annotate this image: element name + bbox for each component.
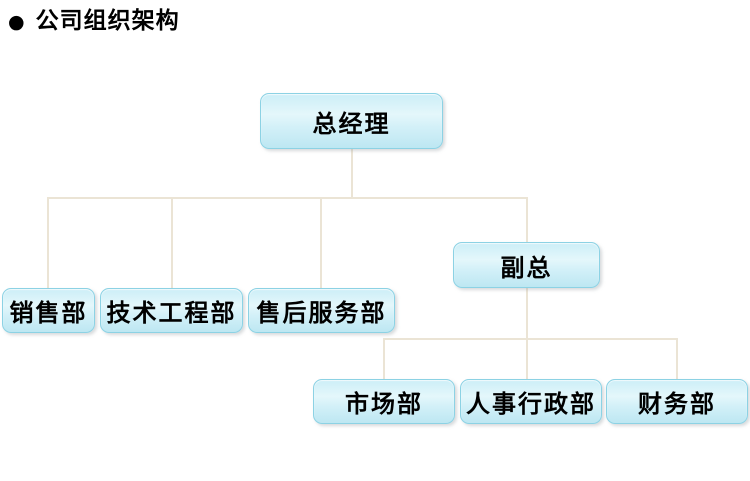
page-title: ● 公司组织架构 (8, 8, 180, 36)
org-node-general-manager: 总经理 (260, 93, 443, 149)
bullet-icon: ● (8, 11, 25, 34)
org-node-finance-dept: 财务部 (606, 379, 748, 424)
org-node-tech-engineering-dept: 技术工程部 (100, 288, 243, 333)
connector-aftersales-vertical (320, 197, 322, 288)
connector-gm-vertical (351, 149, 353, 198)
org-node-aftersales-service-dept: 售后服务部 (248, 288, 395, 333)
connector-deputy-to-level3 (526, 287, 528, 379)
page-title-text: 公司组织架构 (35, 8, 180, 34)
org-node-sales-dept: 销售部 (2, 288, 95, 333)
org-node-marketing-dept: 市场部 (313, 379, 455, 424)
connector-level2-horizontal (47, 197, 528, 199)
connector-finance-vertical (676, 338, 678, 379)
org-node-deputy-general-manager: 副总 (453, 242, 600, 288)
connector-sales-vertical (47, 197, 49, 288)
connector-tech-vertical (171, 197, 173, 288)
connector-level3-horizontal (383, 338, 678, 340)
connector-deputy-vertical (526, 197, 528, 242)
org-node-hr-admin-dept: 人事行政部 (460, 379, 602, 424)
connector-marketing-vertical (383, 338, 385, 379)
